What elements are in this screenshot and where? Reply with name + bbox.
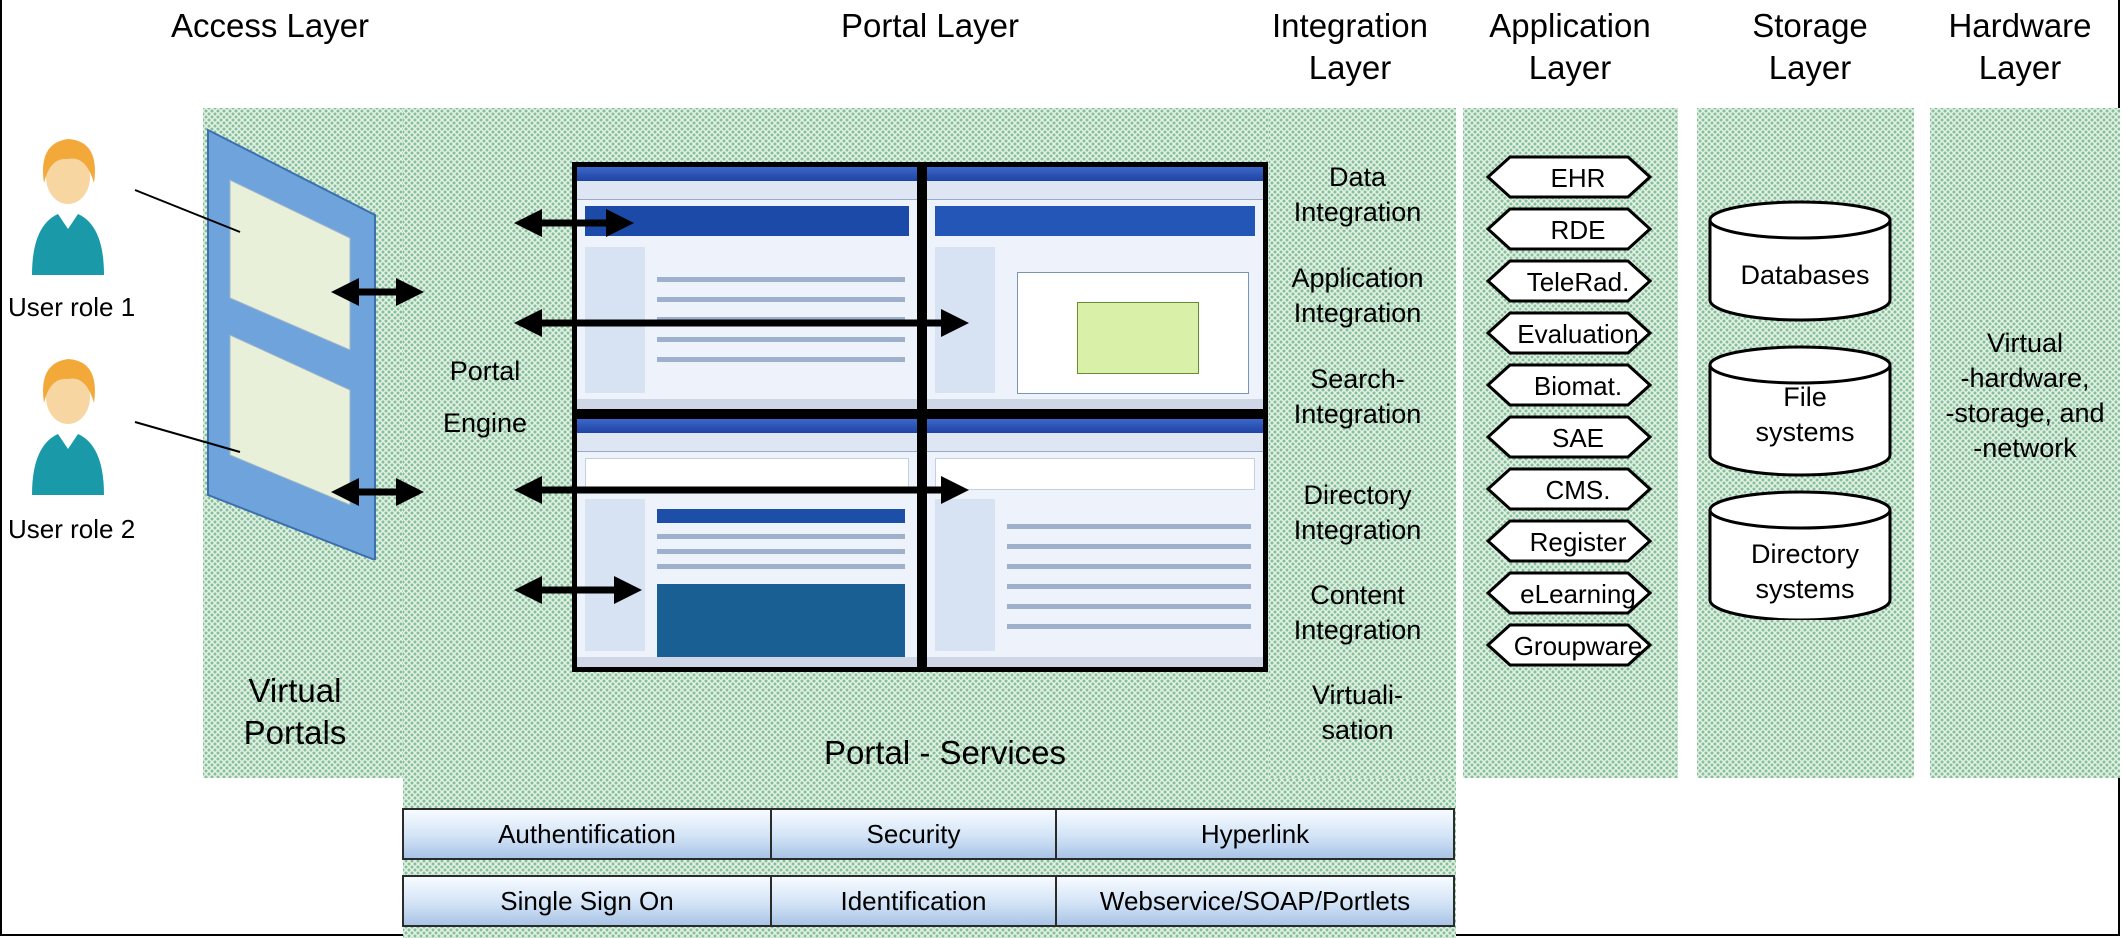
integration-data-line1: Data bbox=[1328, 162, 1387, 192]
service-single-sign-on: Single Sign On bbox=[402, 875, 772, 927]
services-row-2: Single Sign On Identification Webservice… bbox=[402, 875, 1455, 927]
header-storage-layer: Storage Layer bbox=[1700, 5, 1920, 89]
integration-directory-line2: Integration bbox=[1293, 515, 1422, 545]
integration-application-line1: Application bbox=[1291, 263, 1424, 293]
application-evaluation: Evaluation bbox=[1517, 319, 1639, 349]
service-security: Security bbox=[772, 808, 1057, 860]
hardware-line3: -storage, and bbox=[1945, 398, 2105, 428]
integration-search: Search- Integration bbox=[1265, 362, 1450, 432]
directory-systems-cylinder bbox=[1708, 510, 1892, 620]
virtual-portals-label: Virtual Portals bbox=[215, 670, 375, 754]
file-systems-cylinder bbox=[1708, 365, 1892, 477]
header-hardware-line1: Hardware bbox=[1948, 7, 2092, 44]
header-integration-line2: Layer bbox=[1308, 49, 1392, 86]
hardware-line2: -hardware, bbox=[1960, 363, 2090, 393]
portal-engine-label: Portal Engine bbox=[420, 345, 550, 449]
application-groupware: Groupware bbox=[1513, 631, 1643, 661]
header-hardware-line2: Layer bbox=[1978, 49, 2062, 86]
header-integration-line1: Integration bbox=[1272, 7, 1428, 44]
application-telerad: TeleRad. bbox=[1526, 267, 1630, 297]
integration-layer-region bbox=[1269, 108, 1456, 778]
integration-search-line1: Search- bbox=[1310, 364, 1405, 394]
integration-virtualisation-line2: sation bbox=[1321, 715, 1394, 745]
integration-content: Content Integration bbox=[1265, 578, 1450, 648]
portal-engine-line1: Portal bbox=[449, 356, 521, 386]
integration-content-line2: Integration bbox=[1293, 615, 1422, 645]
application-elearning: eLearning bbox=[1520, 579, 1636, 609]
user-role-2-label: User role 2 bbox=[8, 514, 136, 544]
services-row-1: Authentification Security Hyperlink bbox=[402, 808, 1455, 860]
integration-application: Application Integration bbox=[1265, 261, 1450, 331]
virtual-portal-plane bbox=[207, 128, 376, 560]
virtual-portals-line2: Portals bbox=[243, 714, 347, 751]
header-storage-line2: Layer bbox=[1768, 49, 1852, 86]
portal-screenshot-bottom-left bbox=[572, 414, 922, 672]
application-hexagon-shapes bbox=[1485, 155, 1653, 667]
storage-directory-systems: Directory systems bbox=[1700, 537, 1910, 607]
integration-data-line2: Integration bbox=[1293, 197, 1422, 227]
header-application-layer: Application Layer bbox=[1460, 5, 1680, 89]
header-application-line2: Layer bbox=[1528, 49, 1612, 86]
storage-directory-systems-line1: Directory bbox=[1750, 539, 1859, 569]
service-webservice-soap-portlets: Webservice/SOAP/Portlets bbox=[1057, 875, 1455, 927]
application-hexagons bbox=[1485, 155, 1653, 667]
service-identification: Identification bbox=[772, 875, 1057, 927]
portal-services-title: Portal - Services bbox=[823, 734, 1067, 771]
portal-screenshot-top-left bbox=[572, 162, 922, 414]
application-ehr: EHR bbox=[1550, 163, 1606, 193]
application-register: Register bbox=[1529, 527, 1627, 557]
storage-file-systems-line1: File bbox=[1783, 382, 1827, 412]
header-storage-line1: Storage bbox=[1752, 7, 1868, 44]
application-cms: CMS. bbox=[1545, 475, 1611, 505]
storage-file-systems: File systems bbox=[1700, 380, 1910, 450]
integration-data: Data Integration bbox=[1265, 160, 1450, 230]
application-sae: SAE bbox=[1551, 423, 1605, 453]
service-authentification: Authentification bbox=[402, 808, 772, 860]
storage-file-systems-line2: systems bbox=[1755, 417, 1855, 447]
hardware-description: Virtual -hardware, -storage, and -networ… bbox=[1928, 326, 2122, 466]
application-biomat: Biomat. bbox=[1533, 371, 1623, 401]
header-application-line1: Application bbox=[1489, 7, 1651, 44]
user-role-1-icon bbox=[32, 139, 104, 275]
portal-screenshot-bottom-right bbox=[922, 414, 1268, 672]
user-role-2-icon bbox=[32, 359, 104, 495]
virtual-portals-line1: Virtual bbox=[248, 672, 342, 709]
integration-application-line2: Integration bbox=[1293, 298, 1422, 328]
integration-virtualisation-line1: Virtuali- bbox=[1311, 680, 1404, 710]
integration-search-line2: Integration bbox=[1293, 399, 1422, 429]
storage-databases: Databases bbox=[1740, 260, 1870, 290]
portal-engine-line2: Engine bbox=[442, 408, 528, 438]
user-2-connector bbox=[134, 421, 241, 453]
user-role-1-label: User role 1 bbox=[8, 292, 136, 322]
hardware-layer-region bbox=[1930, 108, 2120, 778]
storage-directory-systems-line2: systems bbox=[1755, 574, 1855, 604]
header-integration-layer: Integration Layer bbox=[1250, 5, 1450, 89]
header-hardware-layer: Hardware Layer bbox=[1920, 5, 2120, 89]
service-hyperlink: Hyperlink bbox=[1057, 808, 1455, 860]
database-cylinder bbox=[1708, 220, 1892, 322]
header-access-layer: Access Layer bbox=[170, 7, 370, 44]
hardware-line1: Virtual bbox=[1986, 328, 2064, 358]
integration-directory-line1: Directory bbox=[1303, 480, 1412, 510]
header-portal-layer: Portal Layer bbox=[841, 7, 1019, 44]
integration-virtualisation: Virtuali- sation bbox=[1265, 678, 1450, 748]
storage-cylinders bbox=[1708, 200, 1892, 620]
integration-content-line1: Content bbox=[1310, 580, 1405, 610]
portal-screenshot-top-right bbox=[922, 162, 1268, 414]
integration-directory: Directory Integration bbox=[1265, 478, 1450, 548]
application-rde: RDE bbox=[1550, 215, 1606, 245]
hardware-line4: -network bbox=[1973, 433, 2077, 463]
user-1-connector bbox=[134, 189, 241, 233]
